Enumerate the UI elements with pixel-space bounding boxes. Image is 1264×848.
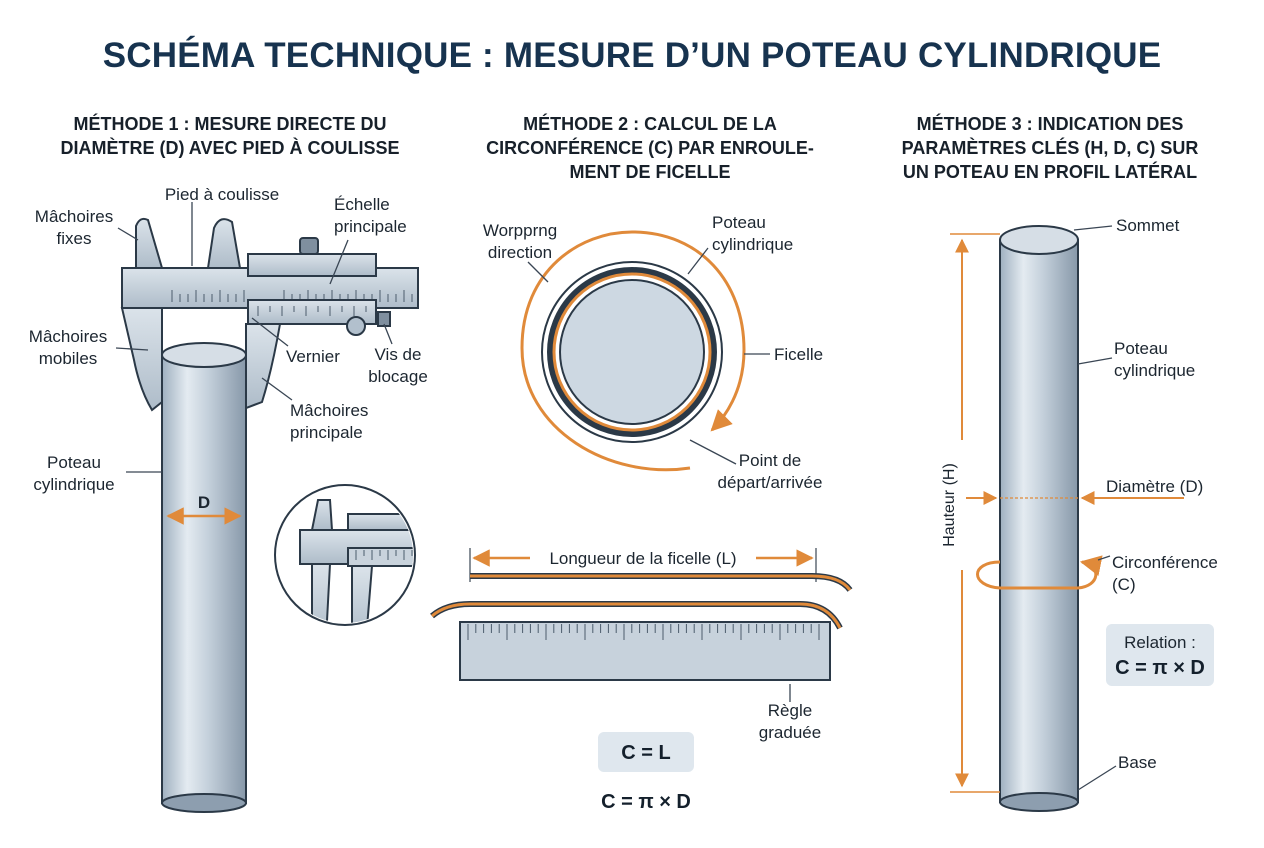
pole-1 <box>161 354 247 804</box>
method1-title: MÉTHODE 1 : MESURE DIRECTE DU DIAMÈTRE (… <box>40 112 420 160</box>
movable-jaw-lower <box>245 323 282 410</box>
label-vis-1: Vis de <box>375 345 422 364</box>
label-regle-2: graduée <box>759 723 821 742</box>
label-vis-2: blocage <box>368 367 428 386</box>
pole-3 <box>999 239 1079 803</box>
method1-drawing: D <box>29 185 428 813</box>
formula-c-equals-l: C = L <box>621 742 670 764</box>
method2-title-line1: MÉTHODE 2 : CALCUL DE LA <box>523 114 777 134</box>
label-point-1: Point de <box>739 451 801 470</box>
pole-1-top <box>161 342 247 368</box>
thumb-wheel <box>346 316 366 336</box>
pole-1-bottom <box>161 793 247 813</box>
locking-screw <box>377 311 391 327</box>
diameter-label-1: D <box>198 493 210 512</box>
label-direction-2: direction <box>488 243 552 262</box>
method1-title-line1: MÉTHODE 1 : MESURE DIRECTE DU <box>73 114 387 134</box>
relation-formula: C = π × D <box>1115 657 1205 679</box>
label-principale-1: Mâchoires <box>290 401 368 420</box>
label-mobiles-1: Mâchoires <box>29 327 107 346</box>
thumb-screw <box>299 237 319 255</box>
relation-box <box>1106 624 1214 686</box>
label-poteau2-1: Poteau <box>712 213 766 232</box>
graduated-ruler <box>459 621 831 681</box>
method1-leaders <box>115 202 393 473</box>
string-ring <box>552 272 712 432</box>
caliper-slider <box>247 253 377 277</box>
formula-c-pi-d-m2: C = π × D <box>601 791 691 813</box>
label-mobiles-2: mobiles <box>39 349 98 368</box>
label-direction-1: Worpprng <box>483 221 557 240</box>
pole-section-ring <box>547 267 717 437</box>
circumference-ring <box>976 555 1103 590</box>
method3-title-line2: PARAMÈTRES CLÉS (H, D, C) SUR <box>901 138 1199 158</box>
method2-title-line3: MENT DE FICELLE <box>569 162 731 182</box>
relation-label: Relation : <box>1124 633 1196 652</box>
label-principale-2: principale <box>290 423 363 442</box>
label-fixes-2: fixes <box>57 229 92 248</box>
pole-section-core <box>559 279 705 425</box>
label-diametre: Diamètre (D) <box>1106 477 1203 496</box>
method3-title: MÉTHODE 3 : INDICATION DES PARAMÈTRES CL… <box>860 112 1240 184</box>
label-circ-2: (C) <box>1112 575 1136 594</box>
label-poteau3-2: cylindrique <box>1114 361 1195 380</box>
height-label-bg <box>950 440 974 570</box>
method2-title: MÉTHODE 2 : CALCUL DE LA CIRCONFÉRENCE (… <box>460 112 840 184</box>
fixed-jaw-lower <box>120 307 163 412</box>
label-point-2: départ/arrivée <box>718 473 823 492</box>
method3-drawing: Hauteur (H) Diamètre (D) Circonférence (… <box>941 216 1218 812</box>
straight-string-lower <box>431 602 842 629</box>
label-poteau2-2: cylindrique <box>712 235 793 254</box>
wrapping-string <box>520 230 746 472</box>
label-hauteur: Hauteur (H) <box>941 463 958 547</box>
method2-leaders <box>527 247 791 702</box>
formula-box-m2 <box>598 732 694 772</box>
label-base: Base <box>1118 753 1157 772</box>
ruler-ticks <box>467 624 820 640</box>
label-sommet: Sommet <box>1116 216 1180 235</box>
straight-string-upper <box>470 574 852 591</box>
method2-title-line2: CIRCONFÉRENCE (C) PAR ENROULE- <box>486 138 814 158</box>
label-pied-a-coulisse: Pied à coulisse <box>165 185 279 204</box>
method3-title-line3: UN POTEAU EN PROFIL LATÉRAL <box>902 162 1198 182</box>
label-poteau1-2: cylindrique <box>33 475 114 494</box>
label-fixes-1: Mâchoires <box>35 207 113 226</box>
fixed-jaw-upper <box>135 217 164 269</box>
method2-drawing: Worpprng direction Poteau cylindrique Fi… <box>430 213 853 813</box>
label-circ-1: Circonférence <box>1112 553 1218 572</box>
method1-title-line2: DIAMÈTRE (D) AVEC PIED À COULISSE <box>60 138 400 158</box>
method3-leaders <box>1073 225 1117 791</box>
beam-scale-ticks <box>171 290 413 302</box>
label-longueur: Longueur de la ficelle (L) <box>549 549 736 568</box>
label-regle-1: Règle <box>768 701 812 720</box>
circumference-leader <box>1097 555 1111 561</box>
pole-3-bottom <box>999 792 1079 812</box>
vernier-ticks <box>257 306 367 316</box>
straight-string-upper-outline <box>470 573 853 592</box>
label-echelle-2: principale <box>334 217 407 236</box>
main-title: SCHÉMA TECHNIQUE : MESURE D’UN POTEAU CY… <box>102 36 1162 75</box>
label-ficelle: Ficelle <box>774 345 823 364</box>
movable-jaw-upper <box>206 218 242 269</box>
label-poteau1-1: Poteau <box>47 453 101 472</box>
label-poteau3-1: Poteau <box>1114 339 1168 358</box>
label-vernier: Vernier <box>286 347 340 366</box>
label-echelle-1: Échelle <box>334 195 390 214</box>
pole-3-top <box>999 225 1079 255</box>
method3-title-line1: MÉTHODE 3 : INDICATION DES <box>916 114 1184 134</box>
